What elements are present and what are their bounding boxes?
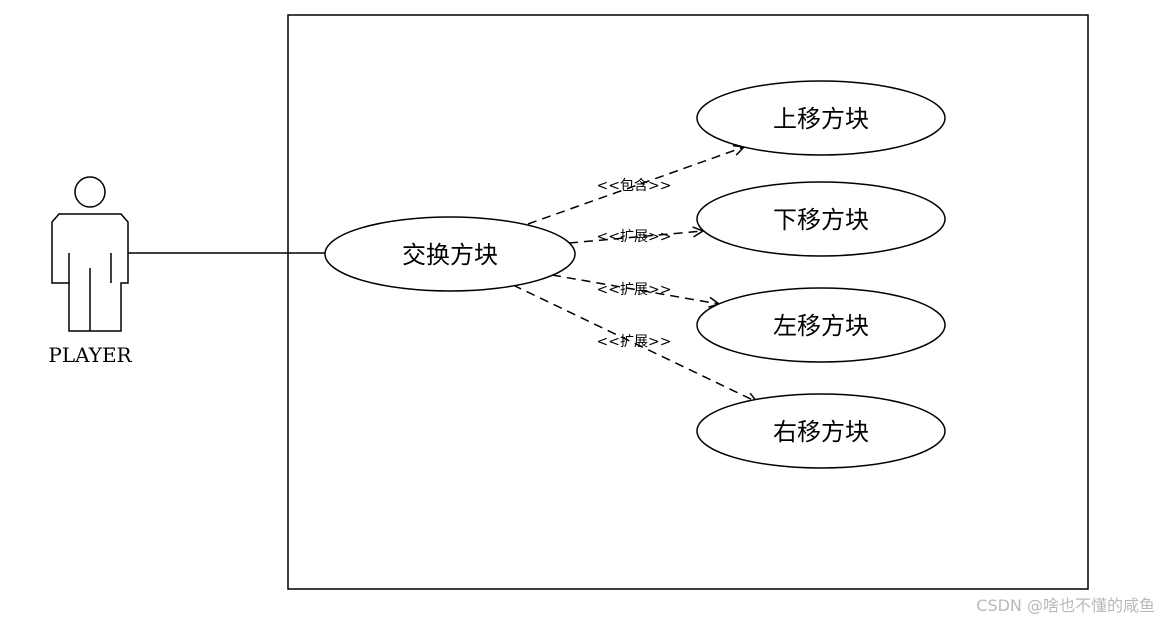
use-case-up-label: 上移方块 [773,105,869,133]
use-case-left: 左移方块 [696,287,946,363]
use-case-up: 上移方块 [696,80,946,156]
use-case-right-label: 右移方块 [773,418,869,446]
extend-label-down: <<扩展>> [597,229,672,245]
use-case-down: 下移方块 [696,181,946,257]
use-case-left-label: 左移方块 [773,312,869,340]
extend-arrow-down [568,231,703,244]
watermark: CSDN @啥也不懂的咸鱼 [976,596,1155,615]
extend-label-right: <<扩展>> [597,334,672,350]
extend-arrow-right [512,284,757,402]
use-case-right: 右移方块 [696,393,946,469]
stick-figure-actor-icon [51,176,129,332]
extend-arrow-left [551,274,719,304]
use-case-down-label: 下移方块 [773,206,869,234]
include-arrow [527,147,744,225]
actor-label: PLAYER [48,343,132,367]
use-case-main-label: 交换方块 [402,241,498,269]
extend-label-left: <<扩展>> [597,282,672,298]
system-boundary [287,14,1089,590]
use-case-main: 交换方块 [324,216,576,292]
include-label: <<包含>> [597,178,672,194]
actor-player: PLAYER [48,176,133,367]
